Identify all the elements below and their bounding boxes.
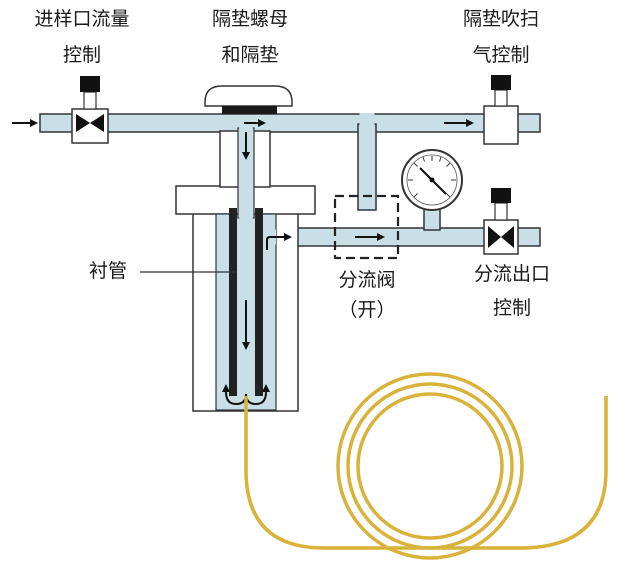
septum-nut-label-line2: 和隔垫 [221, 44, 279, 66]
split-valve-label-line2: （开） [338, 299, 396, 321]
split-valve-box [333, 194, 400, 260]
carrier-gas-tube [39, 113, 541, 133]
inlet-flow-control-label-line1: 进样口流量 [34, 8, 130, 30]
split-outlet-label-line2: 控制 [492, 297, 531, 319]
septum-nut-label-line1: 隔垫螺母 [211, 8, 288, 30]
split-outlet-label-line1: 分流出口 [473, 263, 550, 285]
pressure-gauge-icon [401, 149, 463, 211]
septum-purge-label-line1: 隔垫吹扫 [462, 8, 539, 30]
liner-left-wall [229, 208, 237, 396]
septum-purge-label-line2: 气控制 [472, 44, 530, 66]
capillary-column [244, 372, 608, 560]
inlet-flow-control-label-line2: 控制 [62, 44, 101, 66]
split-valve-label-line1: 分流阀 [338, 269, 396, 291]
septum-purge-control [483, 105, 519, 145]
liner-label: 衬管 [88, 260, 127, 282]
septum-nut [204, 85, 293, 107]
septum [222, 106, 277, 114]
liner-right-wall [255, 208, 263, 396]
